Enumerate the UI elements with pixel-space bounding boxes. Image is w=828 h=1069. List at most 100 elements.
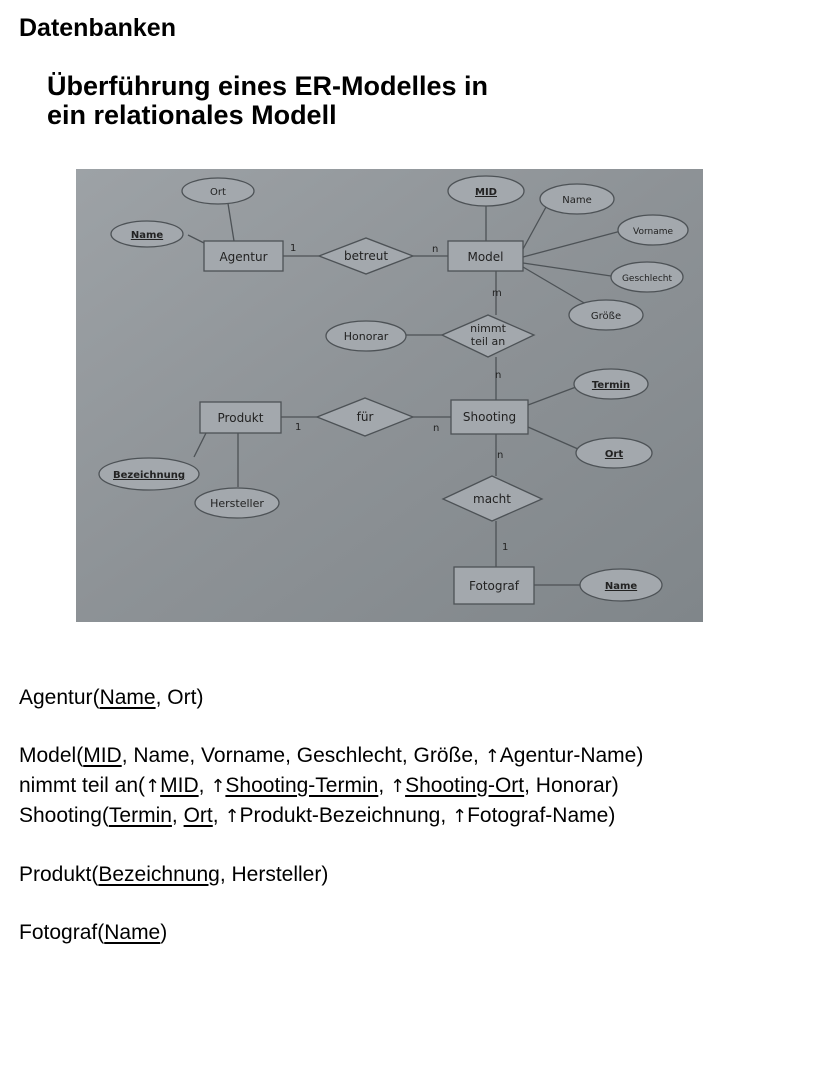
relation-produkt-attrs: , Hersteller xyxy=(219,863,322,886)
attribute-produkt-bezeichnung: Bezeichnung xyxy=(98,457,200,491)
attribute-honorar-label: Honorar xyxy=(344,330,389,343)
relation-nimmt-name: nimmt teil an xyxy=(19,774,139,797)
relation-model-pk: MID xyxy=(83,744,122,767)
attribute-produkt-hersteller-label: Hersteller xyxy=(210,497,264,510)
relationship-macht: macht xyxy=(441,475,544,522)
relationship-macht-label: macht xyxy=(473,492,511,506)
cardinality-agentur-betreut: 1 xyxy=(290,243,296,254)
attribute-agentur-ort-label: Ort xyxy=(210,187,226,198)
relation-nimmt-attrs: , Honorar xyxy=(524,774,612,797)
attribute-model-name: Name xyxy=(539,183,615,215)
paren-open: ( xyxy=(101,804,109,827)
paren-close: ) xyxy=(196,686,204,709)
attribute-shooting-termin: Termin xyxy=(573,368,649,400)
relationship-nimmt-label-2: teil an xyxy=(471,335,505,348)
cardinality-betreut-model: n xyxy=(432,244,438,255)
cardinality-shooting-macht: n xyxy=(497,450,503,461)
relation-fotograf-pk: Name xyxy=(104,921,161,944)
entity-produkt: Produkt xyxy=(199,401,282,434)
relation-model-fk: Agentur-Name xyxy=(499,744,637,767)
paren-close: ) xyxy=(611,774,619,797)
paren-open: ( xyxy=(92,686,100,709)
relation-model-attrs: , Name, Vorname, Geschlecht, Größe, xyxy=(121,744,485,767)
entity-fotograf: Fotograf xyxy=(453,566,535,605)
attribute-fotograf-name-label: Name xyxy=(605,581,638,592)
cardinality-model-nimmt: m xyxy=(492,288,502,299)
foreign-key-arrow-icon: ↑ xyxy=(484,746,500,767)
foreign-key-arrow-icon: ↑ xyxy=(452,806,468,827)
relation-fotograf-name: Fotograf xyxy=(19,921,98,944)
paren-close: ) xyxy=(636,744,644,767)
foreign-key-arrow-icon: ↑ xyxy=(210,776,226,797)
foreign-key-arrow-icon: ↑ xyxy=(224,806,240,827)
relation-shooting-fk-produkt: Produkt-Bezeichnung xyxy=(239,804,441,827)
relation-shooting: Shooting(Termin, Ort, ↑Produkt-Bezeichnu… xyxy=(19,801,643,831)
relation-agentur-attr: Ort xyxy=(167,686,197,709)
relation-nimmt-fk-ort: Shooting-Ort xyxy=(405,774,525,797)
attribute-agentur-name: Name xyxy=(110,220,184,248)
relationship-fuer: für xyxy=(315,397,415,437)
relation-agentur-pk: Name xyxy=(99,686,156,709)
entity-model: Model xyxy=(447,240,524,272)
attribute-shooting-termin-label: Termin xyxy=(592,380,630,391)
attribute-shooting-ort: Ort xyxy=(575,437,653,469)
relation-agentur: Agentur(Name, Ort) xyxy=(19,683,643,712)
attribute-produkt-hersteller: Hersteller xyxy=(194,487,280,519)
page-header: Datenbanken xyxy=(19,14,176,42)
attribute-model-geschlecht-label: Geschlecht xyxy=(622,274,673,284)
relation-model-name: Model xyxy=(19,744,77,767)
relationship-betreut: betreut xyxy=(317,237,415,275)
relation-shooting-pk-termin: Termin xyxy=(108,804,172,827)
separator: , xyxy=(212,804,225,827)
attribute-model-name-label: Name xyxy=(562,195,592,206)
relation-nimmt-fk-mid: MID xyxy=(160,774,199,797)
paren-close: ) xyxy=(160,921,168,944)
relation-fotograf: Fotograf(Name) xyxy=(19,918,643,947)
relation-produkt: Produkt(Bezeichnung, Hersteller) xyxy=(19,860,643,889)
connector-lines xyxy=(187,190,622,586)
attribute-model-mid: MID xyxy=(447,175,525,207)
relationship-nimmt-teil-an: nimmt teil an xyxy=(440,314,536,358)
separator: , xyxy=(155,686,168,709)
relation-shooting-name: Shooting xyxy=(19,804,102,827)
cardinality-fuer-shooting: n xyxy=(433,423,439,434)
page-title: Überführung eines ER-Modelles in ein rel… xyxy=(47,72,488,130)
foreign-key-arrow-icon: ↑ xyxy=(145,776,161,797)
attribute-model-groesse-label: Größe xyxy=(591,311,621,322)
cardinality-labels: 1 n m n 1 n n 1 xyxy=(290,243,508,553)
attribute-model-vorname: Vorname xyxy=(617,214,689,246)
attribute-produkt-bezeichnung-label: Bezeichnung xyxy=(113,470,185,481)
relation-nimmt-teil-an: nimmt teil an(↑MID, ↑Shooting-Termin, ↑S… xyxy=(19,771,643,801)
relationship-fuer-label: für xyxy=(357,410,374,424)
paren-open: ( xyxy=(97,921,105,944)
relation-nimmt-fk-termin: Shooting-Termin xyxy=(225,774,379,797)
relationship-nimmt-label-1: nimmt xyxy=(470,322,506,335)
cardinality-nimmt-shooting: n xyxy=(495,370,501,381)
paren-open: ( xyxy=(138,774,146,797)
entity-fotograf-label: Fotograf xyxy=(469,579,520,593)
attribute-model-mid-label: MID xyxy=(475,187,497,198)
relational-model: Agentur(Name, Ort) Model(MID, Name, Vorn… xyxy=(19,683,643,947)
cardinality-macht-fotograf: 1 xyxy=(502,542,508,553)
paren-open: ( xyxy=(91,863,99,886)
title-line-2: ein relationales Modell xyxy=(47,100,337,130)
paren-close: ) xyxy=(608,804,616,827)
attribute-honorar: Honorar xyxy=(325,320,407,352)
paren-open: ( xyxy=(76,744,84,767)
separator: , xyxy=(440,804,452,827)
relationship-betreut-label: betreut xyxy=(344,249,388,263)
relation-produkt-pk: Bezeichnung xyxy=(98,863,220,886)
relation-model: Model(MID, Name, Vorname, Geschlecht, Gr… xyxy=(19,741,643,771)
attribute-agentur-name-label: Name xyxy=(131,230,164,241)
relation-produkt-name: Produkt xyxy=(19,863,92,886)
separator: , xyxy=(198,774,211,797)
relation-shooting-pk-ort: Ort xyxy=(183,804,213,827)
relation-shooting-fk-fotograf: Fotograf-Name xyxy=(467,804,609,827)
entity-shooting: Shooting xyxy=(450,399,529,435)
foreign-key-arrow-icon: ↑ xyxy=(389,776,406,797)
separator: , xyxy=(171,804,184,827)
attribute-model-vorname-label: Vorname xyxy=(633,227,673,237)
attribute-shooting-ort-label: Ort xyxy=(605,449,623,460)
cardinality-produkt-fuer: 1 xyxy=(295,422,301,433)
relation-agentur-name: Agentur xyxy=(19,686,93,709)
